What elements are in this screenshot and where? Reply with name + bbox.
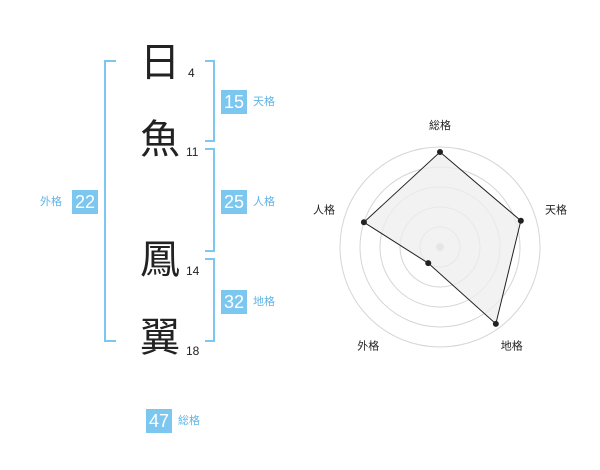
tenkaku-label: 天格: [253, 95, 275, 108]
tenkaku-bracket: [205, 60, 215, 142]
gaikaku-bracket: [104, 60, 116, 342]
character-3: 鳳: [140, 237, 180, 283]
tenkaku-score: 15: [221, 90, 247, 114]
stroke-count-4: 18: [186, 344, 200, 358]
chikaku-score: 32: [221, 290, 247, 314]
radar-point-1: [437, 149, 443, 155]
radar-point-2: [517, 217, 524, 224]
stroke-count-3: 14: [186, 264, 200, 278]
soukaku-score: 47: [146, 409, 172, 433]
radar-area: [363, 151, 522, 325]
character-4: 翼: [140, 315, 180, 361]
gaikaku-label: 外格: [40, 195, 62, 208]
character-1: 日: [140, 40, 180, 86]
jinkaku-label: 人格: [253, 195, 275, 208]
chikaku-label: 地格: [253, 295, 275, 308]
radar-axis-label-2: 天格: [545, 202, 567, 216]
soukaku-label: 総格: [178, 414, 200, 427]
radar-point-3: [492, 320, 499, 327]
radar-point-5: [360, 219, 367, 226]
stroke-count-2: 11: [186, 145, 199, 159]
radar-ring-1: [339, 146, 541, 348]
stroke-count-1: 4: [188, 66, 195, 80]
radar-axis-label-3: 地格: [501, 339, 523, 353]
radar-point-4: [425, 260, 432, 267]
jinkaku-score: 25: [221, 190, 247, 214]
jinkaku-bracket: [205, 148, 215, 252]
radar-axis-label-5: 人格: [313, 202, 335, 216]
radar-axis-label-4: 外格: [357, 339, 379, 353]
radar-axis-label-1: 総格: [429, 118, 451, 132]
chikaku-bracket: [205, 258, 215, 342]
character-2: 魚: [140, 117, 180, 163]
gaikaku-score: 22: [72, 190, 98, 214]
